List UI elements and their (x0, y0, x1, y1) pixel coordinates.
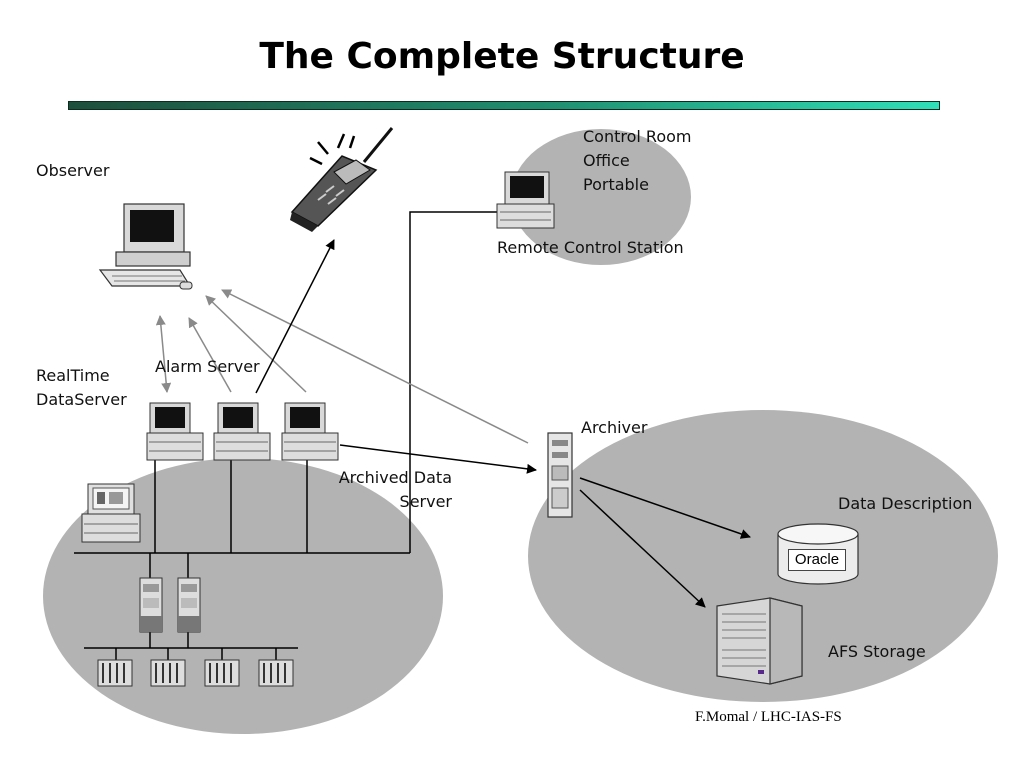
archived-server-label: Server (399, 492, 452, 511)
archiver-label: Archiver (581, 418, 648, 437)
portable-label: Portable (583, 175, 649, 194)
arrow-archiver-observer (221, 289, 529, 444)
arrow-archived-observer (205, 295, 307, 393)
field-io-module-icon (204, 659, 240, 687)
black-arrows (255, 239, 751, 608)
arrow-archiver-afs (579, 489, 706, 608)
afs-storage-icon (716, 597, 803, 685)
supervision-workstation-icon (81, 483, 141, 543)
arrow-server-archiver (339, 444, 537, 474)
field-network-ellipse (43, 458, 443, 734)
archived-data-label: Archived Data (338, 468, 452, 487)
observer-computer-icon (98, 203, 193, 290)
alarm-server-label: Alarm Server (155, 357, 260, 376)
alarm-server-icon (213, 402, 271, 461)
office-label: Office (583, 151, 630, 170)
arrow-alarm-phone (255, 239, 335, 394)
gray-arrows (155, 289, 529, 444)
network-lines (74, 211, 498, 660)
afs-storage-label: AFS Storage (828, 642, 926, 661)
arrow-realtime-observer (155, 315, 172, 393)
oracle-label: Oracle (788, 549, 846, 571)
plc-controller-icon (177, 577, 201, 633)
arrow-archiver-oracle (579, 477, 751, 539)
data-description-label: Data Description (838, 494, 973, 513)
archive-ellipse (528, 410, 998, 702)
remote-control-station-label: Remote Control Station (497, 238, 684, 257)
field-io-module-icon (258, 659, 294, 687)
author-credit: F.Momal / LHC-IAS-FS (695, 709, 842, 725)
arrow-alarm-observer (188, 317, 232, 393)
remote-control-station-icon (496, 171, 555, 229)
plc-controller-icon (139, 577, 163, 633)
slide-title: The Complete Structure (259, 36, 745, 77)
control-room-ellipse (511, 129, 691, 265)
control-room-label: Control Room (583, 127, 692, 146)
title-underline-rule (68, 101, 940, 110)
realtime-dataserver-icon (146, 402, 204, 461)
observer-label: Observer (36, 161, 110, 180)
field-io-module-icon (97, 659, 133, 687)
cell-phone-icon (290, 127, 394, 232)
realtime-label: RealTime (36, 366, 110, 385)
archived-data-server-icon (281, 402, 339, 461)
archiver-server-icon (547, 432, 573, 518)
field-io-module-icon (150, 659, 186, 687)
dataserver-label: DataServer (36, 390, 127, 409)
